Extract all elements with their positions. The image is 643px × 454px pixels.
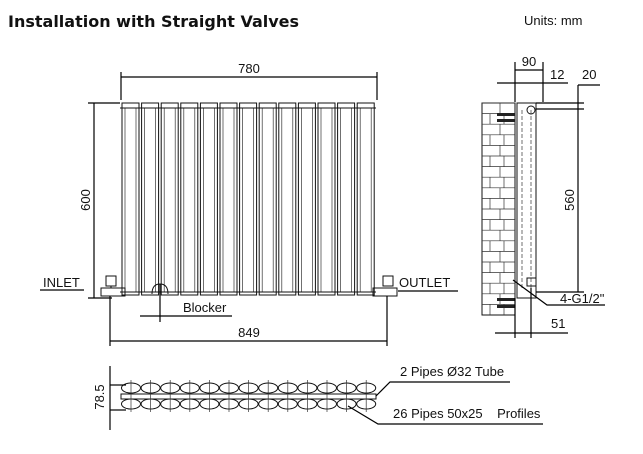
brick-wall	[481, 102, 516, 316]
radiator-column	[258, 102, 277, 296]
bracket-top	[497, 119, 515, 122]
thread-label: 4-G1/2"	[560, 291, 605, 306]
radiator-column	[297, 102, 316, 296]
bracket-top	[497, 113, 515, 116]
offset-dim: 20	[582, 67, 596, 82]
radiator-column	[199, 102, 218, 296]
thread-leader	[512, 279, 605, 306]
width-dim: 780	[238, 61, 260, 76]
profile-ellipses	[121, 380, 377, 412]
radiator-column	[317, 102, 336, 296]
radiator-column	[356, 102, 375, 296]
radiator-column	[121, 102, 140, 296]
units-label: Units: mm	[524, 13, 583, 28]
profile-label: 26 Pipes 50x25 Profiles	[393, 406, 541, 421]
radiator-column	[219, 102, 238, 296]
radiator-column	[337, 102, 356, 296]
tube-label: 2 Pipes Ø32 Tube	[400, 364, 504, 379]
bracket-bottom	[497, 305, 515, 308]
top-view: 78.5 2 Pipes Ø32 Tube 26 Pipes 50x25 Pro…	[92, 364, 543, 430]
outlet-label: OUTLET	[399, 275, 450, 290]
top-depth-dim: 78.5	[92, 384, 107, 409]
bleed-valve-icon	[526, 105, 536, 115]
inlet-valve	[100, 275, 126, 297]
gap-dim: 12	[550, 67, 564, 82]
tube-leader	[375, 381, 510, 397]
centers-dim: 560	[562, 189, 577, 211]
side-valve	[526, 277, 537, 287]
blocker-label: Blocker	[183, 300, 227, 315]
side-view: 90 12 20 560 4-G1/2" 51	[481, 54, 605, 338]
depth-dim: 90	[522, 54, 536, 69]
overall-width-dim: 849	[238, 325, 260, 340]
radiator-columns	[121, 102, 375, 296]
profile-leader	[347, 405, 543, 425]
bracket-bottom	[497, 298, 515, 301]
radiator-column	[278, 102, 297, 296]
front-view: 780 600 INLET OUTLET Blocker 849	[40, 61, 458, 346]
radiator-column	[160, 102, 179, 296]
inlet-label: INLET	[43, 275, 80, 290]
radiator-side	[516, 102, 537, 299]
outlet-valve	[372, 275, 398, 297]
radiator-column	[180, 102, 199, 296]
valve-offset-dim: 51	[551, 316, 565, 331]
radiator-column	[239, 102, 258, 296]
diagram-title: Installation with Straight Valves	[8, 12, 299, 31]
height-dim: 600	[78, 189, 93, 211]
radiator-column	[141, 102, 160, 296]
